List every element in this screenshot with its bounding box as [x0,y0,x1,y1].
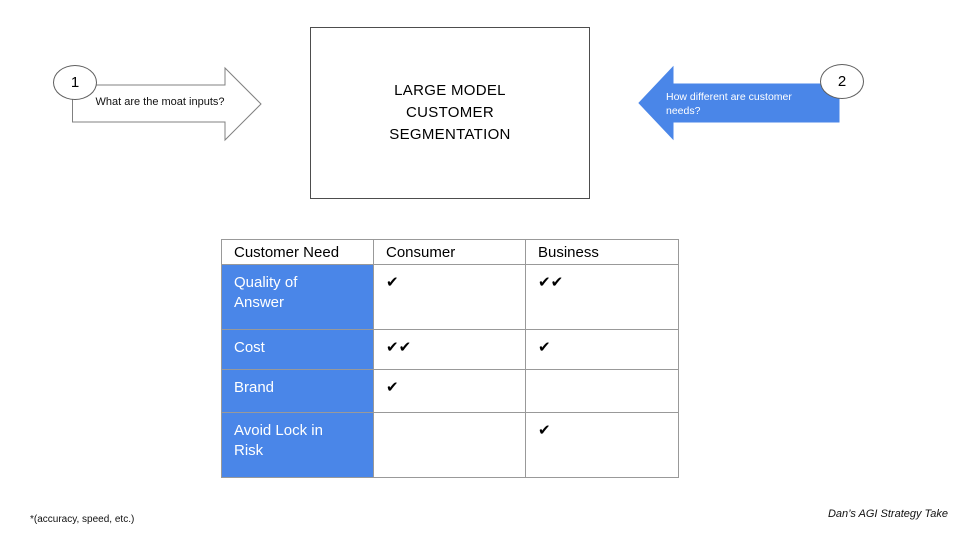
header-customer-need: Customer Need [221,239,374,265]
business-checks: ✔✔ [525,264,679,330]
segmentation-table: Customer Need Consumer Business Quality … [221,239,679,478]
footnote-text: *(accuracy, speed, etc.) [30,514,135,525]
table-row: Quality of Answer ✔ ✔✔ [221,264,679,330]
header-consumer: Consumer [373,239,526,265]
business-checks: ✔ [525,412,679,478]
left-arrow-shape [638,65,840,141]
step1-number-badge: 1 [53,65,97,100]
segmentation-table-container: Customer Need Consumer Business Quality … [221,239,679,478]
step1-question-label: What are the moat inputs? [95,96,225,108]
attribution-text: Dan’s AGI Strategy Take [827,508,948,520]
step2-number-badge: 2 [820,64,864,99]
title-line-3: SEGMENTATION [389,126,511,143]
title-line-2: CUSTOMER [406,104,494,121]
table-row: Cost ✔✔ ✔ [221,329,679,370]
table-row: Avoid Lock in Risk ✔ [221,412,679,478]
table-row: Brand ✔ [221,369,679,413]
step2-number: 2 [837,73,847,90]
business-checks: ✔ [525,329,679,370]
consumer-checks: ✔✔ [373,329,526,370]
title-box: LARGE MODEL CUSTOMER SEGMENTATION [310,27,590,199]
need-label: Cost [221,329,374,370]
business-checks [525,369,679,413]
consumer-checks: ✔ [373,369,526,413]
step1-number: 1 [70,74,80,91]
left-arrow-polygon [638,65,840,141]
right-arrow-polygon [72,66,262,142]
need-label: Quality of Answer [221,264,374,330]
consumer-checks [373,412,526,478]
right-arrow-shape [72,66,262,142]
need-label: Brand [221,369,374,413]
header-business: Business [525,239,679,265]
step2-question-label: How different are customer needs? [666,91,792,117]
consumer-checks: ✔ [373,264,526,330]
need-label: Avoid Lock in Risk [221,412,374,478]
table-header-row: Customer Need Consumer Business [221,239,679,265]
title-line-1: LARGE MODEL [394,82,506,99]
